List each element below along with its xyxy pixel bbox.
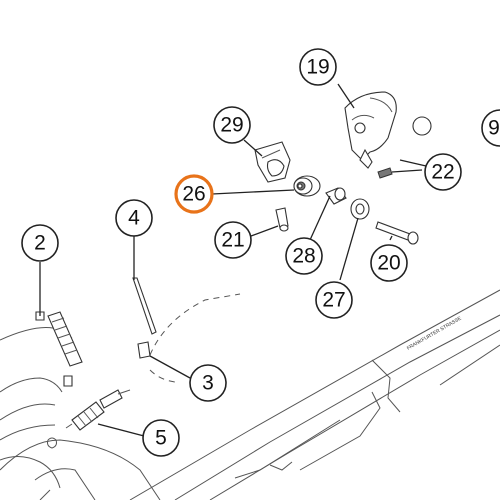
callout-label-19: 19: [306, 56, 329, 79]
part-5-sensor: [65, 389, 131, 431]
callout-circle-2: [21, 224, 59, 262]
callout-circle-4: [115, 199, 153, 237]
callout-label-4: 4: [128, 207, 140, 230]
callout-21[interactable]: 21: [214, 221, 252, 259]
callout-label-9: 9: [488, 117, 500, 140]
callout-label-26: 26: [182, 183, 205, 206]
callout-4[interactable]: 4: [115, 199, 153, 237]
callout-circle-20: [370, 244, 408, 282]
callout-20[interactable]: 20: [370, 244, 408, 282]
callout-27[interactable]: 27: [315, 281, 353, 319]
part-29-plate: [254, 141, 291, 183]
callout-label-22: 22: [431, 161, 454, 184]
exhaust-assembly: [0, 289, 500, 500]
callout-22[interactable]: 22: [424, 153, 462, 191]
callout-label-28: 28: [292, 245, 315, 268]
callout-29[interactable]: 29: [213, 106, 251, 144]
callout-circle-29: [213, 106, 251, 144]
part-27-washer: [350, 198, 370, 220]
part-4-strap: [132, 277, 157, 335]
part-26-grommet: [293, 175, 321, 197]
part-20-bolt: [375, 221, 419, 245]
callout-2[interactable]: 2: [21, 224, 59, 262]
callout-label-21: 21: [221, 229, 244, 252]
part-28-sleeve: [325, 187, 347, 205]
callout-circle-5: [142, 419, 180, 457]
callout-circle-27: [315, 281, 353, 319]
leader-lines: [39, 83, 427, 437]
part-2-clamp: [35, 311, 83, 387]
callout-circle-22: [424, 153, 462, 191]
callout-28[interactable]: 28: [285, 237, 323, 275]
callout-circle-19: [299, 48, 337, 86]
callout-circle-26-highlighted: [174, 174, 214, 214]
callout-label-27: 27: [322, 289, 345, 312]
callout-circle-28: [285, 237, 323, 275]
muffler-engraving: FRANKFURTER STRASSE: [406, 315, 463, 351]
callout-label-2: 2: [34, 232, 46, 255]
callout-circle-3: [189, 364, 227, 402]
callout-9[interactable]: 9: [481, 109, 500, 147]
callout-5[interactable]: 5: [142, 419, 180, 457]
part-21-screw: [275, 207, 289, 232]
callout-19[interactable]: 19: [299, 48, 337, 86]
part-22-cap: [377, 116, 432, 179]
callout-circle-9: [481, 109, 500, 147]
callout-label-20: 20: [377, 252, 400, 275]
part-19-bracket: [344, 91, 397, 169]
callout-label-29: 29: [220, 114, 243, 137]
callout-26[interactable]: 26: [174, 174, 214, 214]
callout-circle-21: [214, 221, 252, 259]
callout-label-3: 3: [202, 372, 214, 395]
callout-label-5: 5: [155, 427, 167, 450]
callout-3[interactable]: 3: [189, 364, 227, 402]
part-3-bracket: [137, 341, 151, 359]
